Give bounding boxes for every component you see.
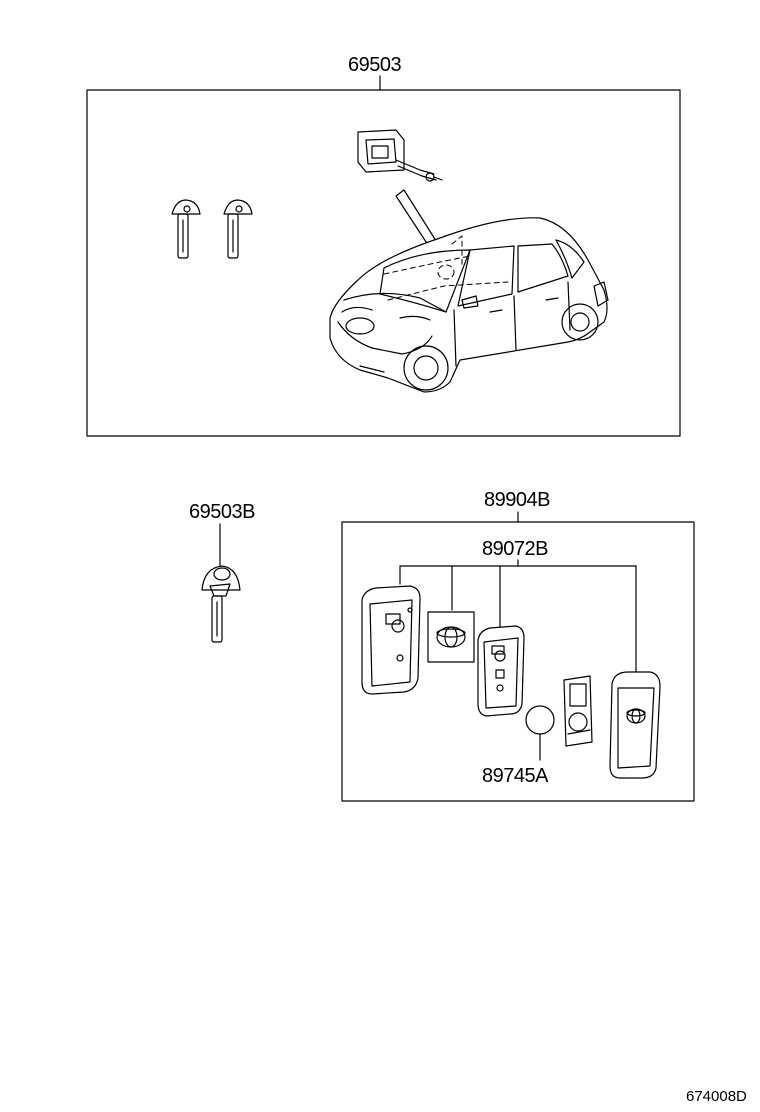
interior-dashed-lines <box>383 235 509 301</box>
circuit-board <box>563 675 593 747</box>
ecu-module <box>357 129 443 182</box>
part-number-key-set: 69503 <box>348 54 402 76</box>
part-number-battery: 89745A <box>482 765 548 787</box>
part-number-key-blank: 69503B <box>189 501 255 523</box>
front-cover <box>609 671 661 779</box>
leader-89072b <box>399 559 637 677</box>
transmitter-frame <box>341 521 695 802</box>
key-blank-group <box>201 523 241 643</box>
key-right <box>223 199 253 259</box>
key-left <box>171 199 201 259</box>
part-number-transmitter-case: 89072B <box>482 538 548 560</box>
car-illustration <box>329 217 609 393</box>
location-pointer <box>395 189 439 249</box>
case-half-mid <box>477 625 525 717</box>
case-half-left <box>361 585 421 695</box>
key-blank-head <box>201 565 241 591</box>
illustration-id: 674008D <box>686 1088 747 1105</box>
transmitter-group <box>341 511 695 802</box>
emblem <box>427 611 475 663</box>
key-set-frame <box>86 89 681 437</box>
part-number-transmitter-assy: 89904B <box>484 489 550 511</box>
key-blank-blade <box>211 595 223 643</box>
battery <box>525 705 555 761</box>
key-set-group <box>86 75 681 437</box>
